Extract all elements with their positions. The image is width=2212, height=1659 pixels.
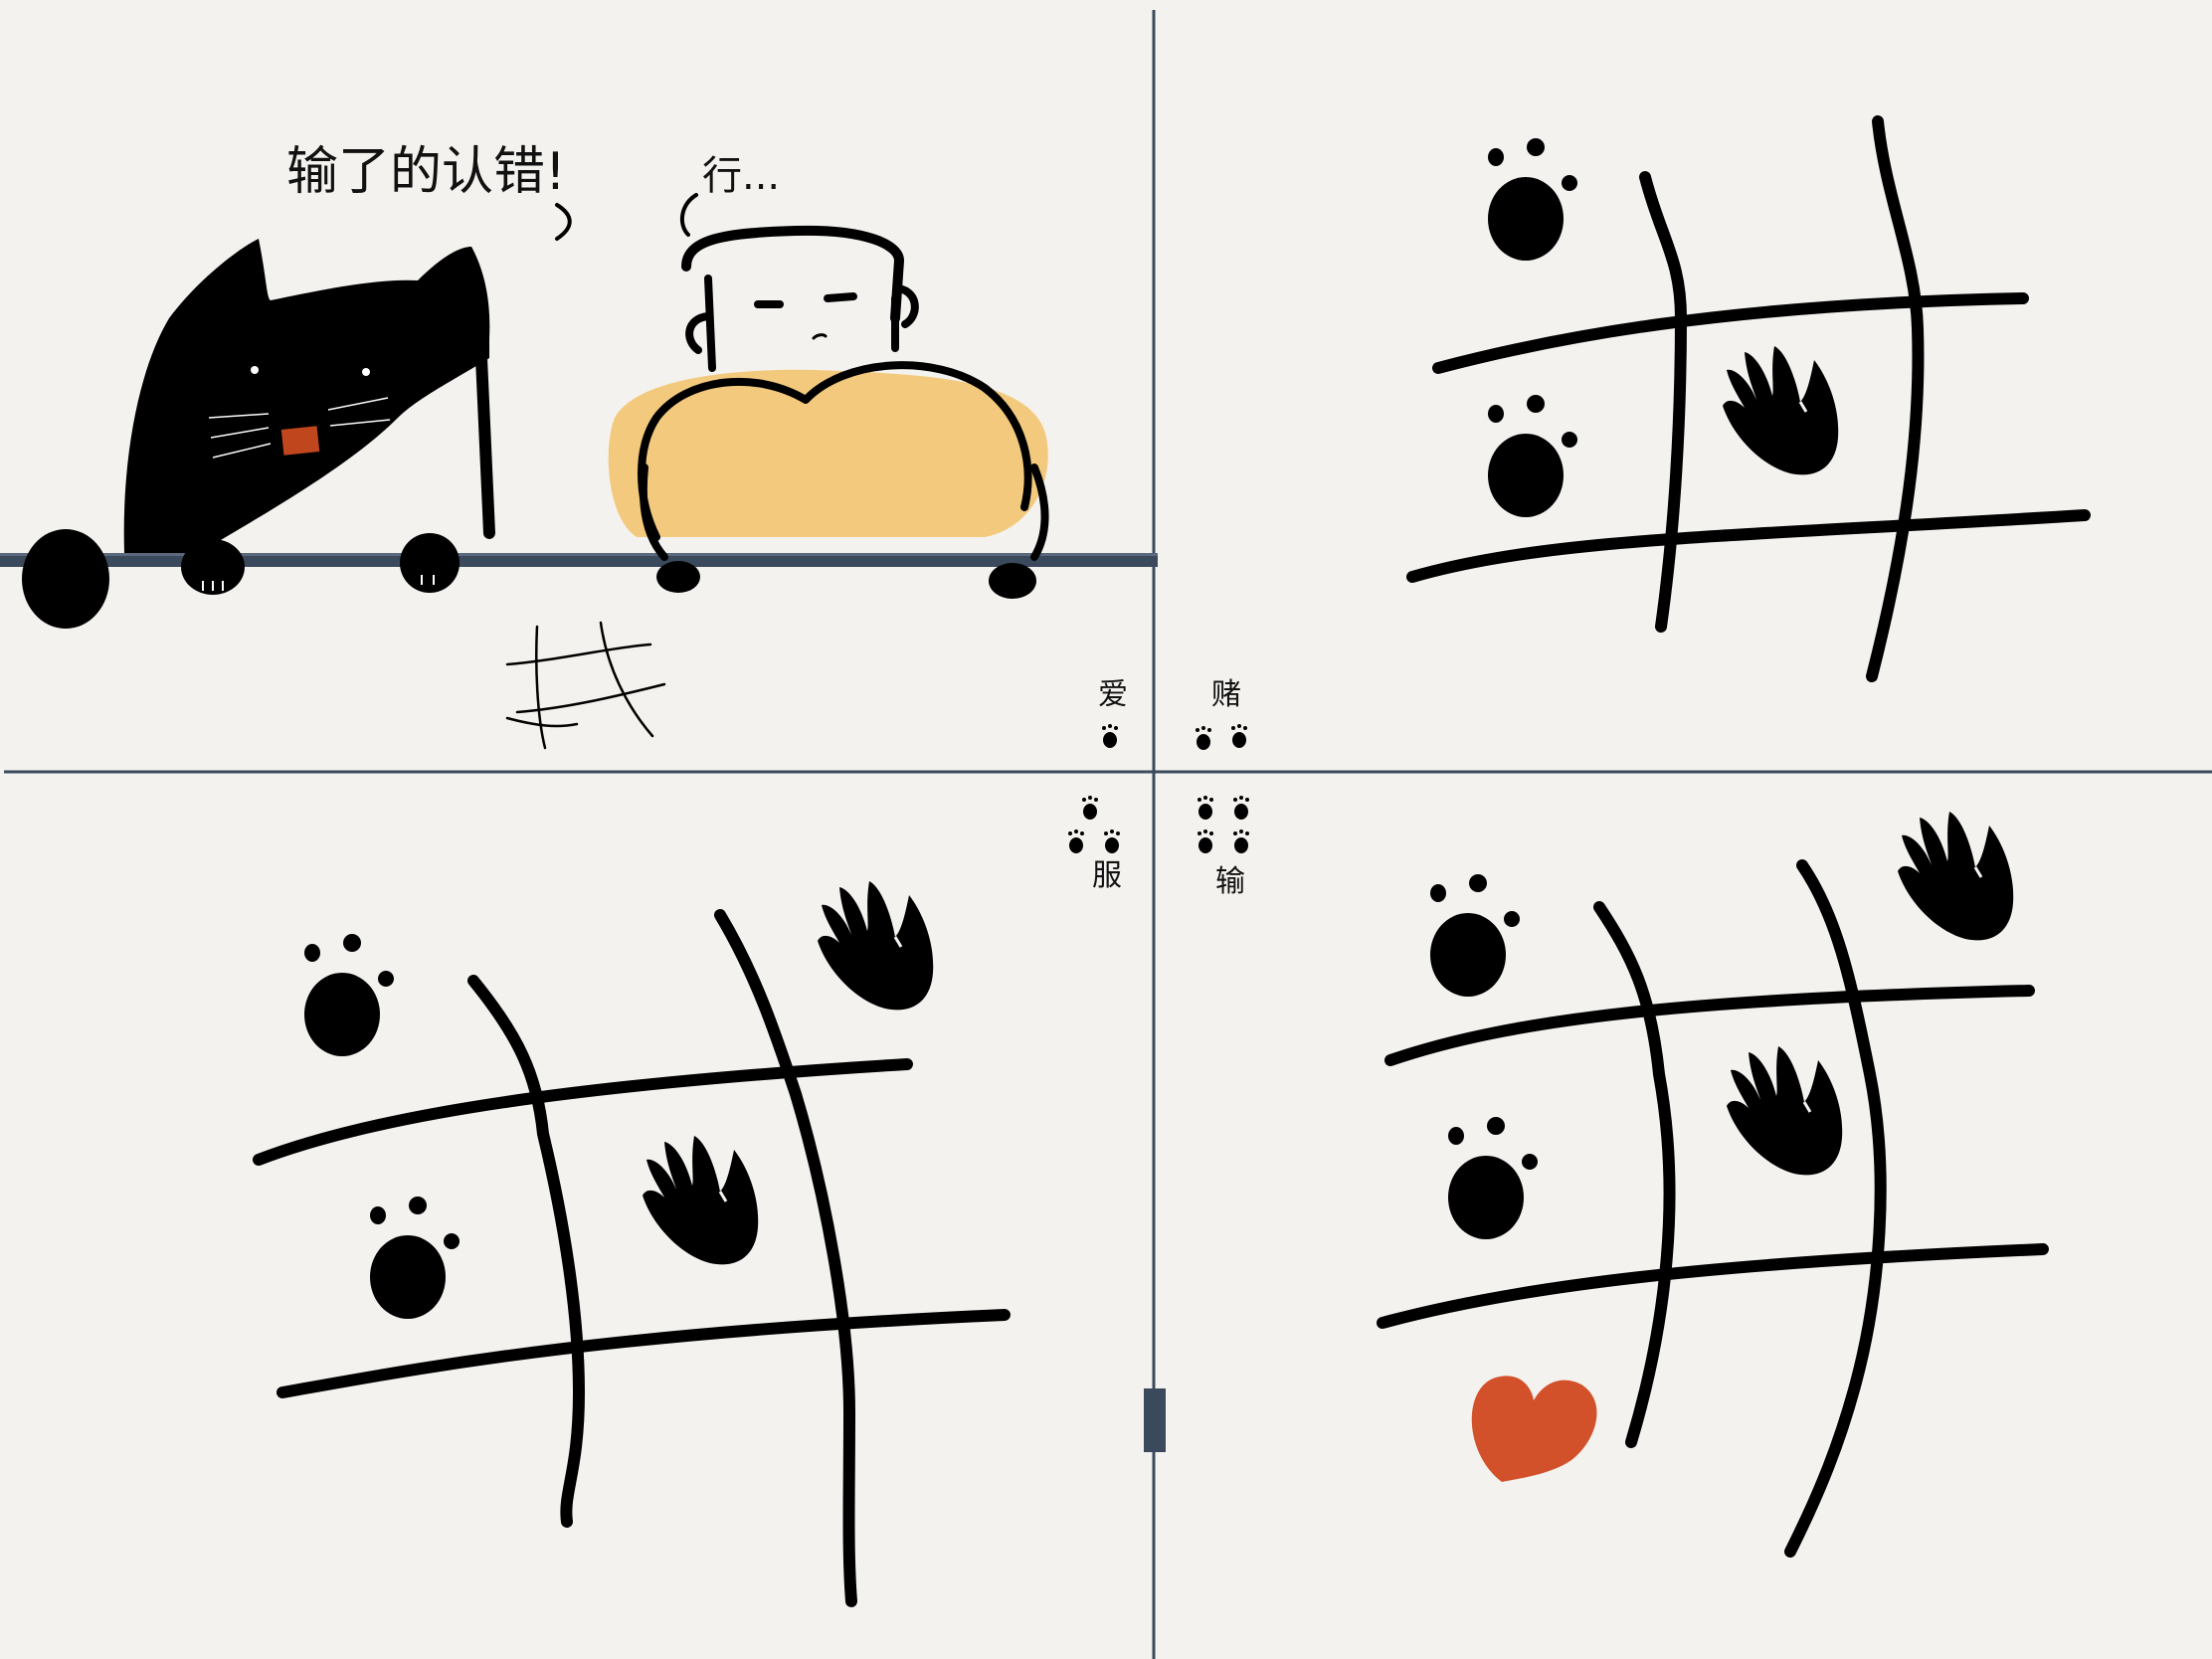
hand-print-icon (641, 1134, 760, 1266)
whiskers (208, 397, 391, 459)
hand-print-icon (1721, 344, 1840, 476)
paw-print-icon (1104, 830, 1120, 853)
paw-print-icon (1198, 830, 1213, 853)
panel-dividers (4, 10, 2212, 1659)
panel-2 (1406, 115, 2091, 682)
legend-bottom-left: 服 (1092, 858, 1122, 893)
heart-icon (1471, 1376, 1597, 1482)
table-edge (0, 553, 1158, 567)
paw-print-icon (1488, 395, 1577, 517)
panel-3 (253, 879, 1011, 1607)
paw-print-icon (1102, 724, 1118, 748)
mini-grid (505, 621, 666, 750)
hand-print-icon (816, 879, 935, 1012)
panel-1: 输了的认错! 行... (0, 142, 1158, 750)
cat-speech-text: 输了的认错! (286, 142, 566, 202)
tic-tac-toe-grid (253, 909, 1011, 1607)
paw-print-icon (1198, 796, 1213, 820)
panel-4 (1377, 810, 2049, 1558)
claw-marks (202, 575, 435, 591)
tic-tac-toe-grid (1406, 115, 2091, 682)
tic-tac-toe-grid (1377, 859, 2049, 1558)
hand-print-icon (1725, 1044, 1844, 1177)
paw-print-icon (1488, 138, 1577, 261)
human-speech-text: 行... (702, 153, 780, 199)
legend-top-right: 赌 (1211, 677, 1241, 712)
paw-print-icon (1448, 1117, 1538, 1239)
center-legend: 爱 赌 服 输 (1068, 677, 1249, 899)
hand-print-icon (1896, 810, 2015, 942)
human-figure (681, 225, 919, 372)
paw-print-icon (1233, 830, 1249, 853)
paw-print-icon (1233, 796, 1249, 820)
paw-print-icon (1430, 874, 1520, 997)
paw-print-icon (1196, 726, 1211, 750)
paw-print-icon (1231, 724, 1247, 748)
paw-print-icon (370, 1197, 460, 1319)
paw-print-icon (1082, 796, 1098, 820)
legend-top-left: 爱 (1098, 677, 1128, 712)
legend-bottom-right: 输 (1215, 864, 1245, 899)
speech-bracket (679, 193, 698, 237)
black-cat (22, 239, 495, 629)
speech-tail (555, 203, 572, 241)
paw-print-icon (304, 934, 394, 1056)
paw-print-icon (1068, 830, 1084, 853)
pillow (608, 361, 1049, 599)
